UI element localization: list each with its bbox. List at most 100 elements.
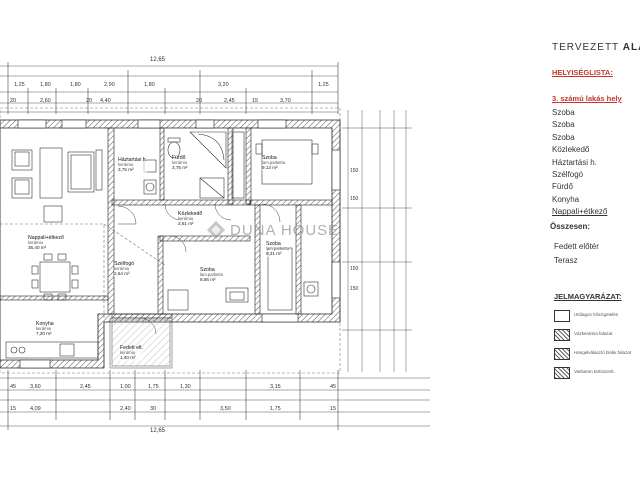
unit-heading: 3. számú lakás hely	[552, 94, 622, 103]
room-floor: kerámia	[120, 350, 135, 356]
room-list-item: Szoba	[552, 120, 575, 130]
bathroom-fixtures	[143, 131, 245, 199]
dimension-label: 30	[150, 406, 157, 412]
legend-swatch	[554, 348, 570, 360]
extra-item-covered: Fedett előtér	[554, 242, 599, 251]
total-label: Összesen:	[550, 222, 591, 231]
watermark-logo-icon	[207, 221, 225, 239]
room-area: 2,64 m²	[114, 270, 130, 276]
room-name: Közlekedő	[178, 211, 203, 217]
legend-swatch	[554, 329, 570, 341]
room-area: 8,86 m²	[200, 276, 216, 282]
dimension-label: 3,70	[280, 98, 291, 104]
bottom-dimension-ticks	[7, 370, 339, 430]
room-area: 3,61 m²	[178, 220, 194, 226]
legend-label: Utólagos hőszigetelés	[574, 312, 619, 317]
dimension-label: 20	[86, 98, 93, 104]
room-floor: kerámia	[36, 326, 51, 332]
room-floor: lam.parketta	[262, 160, 286, 166]
room-floor: kerámia	[114, 266, 129, 272]
room-name: Fedett elt.	[120, 345, 144, 351]
dimension-label: 15	[330, 406, 337, 412]
right-dimension-chains	[342, 110, 412, 372]
top-dimension-chains	[0, 65, 338, 113]
dimension-label: 2,45	[80, 384, 91, 390]
dimension-label: 1,75	[148, 384, 159, 390]
dim-overall-bottom: 12,65	[150, 428, 166, 434]
room-floor: lam.parketta	[200, 272, 224, 278]
bottom-dimension-chains	[0, 377, 430, 427]
room-list-item: Háztartási h.	[552, 157, 597, 167]
legend-swatch	[554, 310, 570, 322]
dimension-label: 2,40	[120, 406, 131, 412]
room-list-item: Szoba	[552, 108, 575, 117]
dimension-label: 20	[10, 98, 17, 104]
dimension-label: 2,45	[224, 98, 235, 104]
room-area: 3,75 m²	[118, 166, 134, 172]
svg-text:150: 150	[350, 286, 359, 292]
sheet-title-light: TERVEZETT	[552, 42, 619, 53]
right-dimension-labels: 150 150 150 150	[350, 168, 359, 292]
room-floor: kerámia	[118, 162, 133, 168]
legend-label: Hangelválasztó blokk falazat	[574, 350, 632, 355]
room-list-item: Fürdő	[552, 182, 573, 192]
svg-text:150: 150	[350, 266, 359, 272]
dimension-label: 1,25	[14, 82, 25, 88]
dimension-label: 1,00	[120, 384, 131, 390]
sheet-title: TERVEZETT ALA	[552, 42, 640, 53]
room-floor: kerámia	[172, 160, 187, 166]
dimension-label: 3,50	[220, 406, 231, 412]
dimension-label: 1,75	[270, 406, 281, 412]
room-list-panel: TERVEZETT ALA HELYISÉGLISTA: 3. számú la…	[540, 0, 640, 480]
dimension-label: 1,30	[180, 384, 191, 390]
windows	[17, 119, 341, 369]
room-list-item: Nappali+étkező	[552, 207, 608, 217]
doors	[117, 203, 281, 335]
legend-label: Vázkerámia falazat	[574, 331, 613, 336]
room-name: Szoba	[200, 267, 215, 273]
room-name: Szoba	[266, 241, 281, 247]
dimension-label: 2,60	[40, 98, 51, 104]
dimension-label: 2,90	[104, 82, 115, 88]
living-room-furniture	[11, 147, 103, 223]
dimension-label: 1,25	[318, 82, 329, 88]
room-area: 1,40 m²	[120, 354, 136, 360]
room-list-item: Konyha	[552, 194, 580, 204]
legend-label: Vasbeton tartószerk.	[574, 369, 615, 374]
sheet-title-bold: ALA	[622, 42, 640, 53]
dim-overall-top: 12,65	[150, 57, 166, 63]
room-name: Fürdő	[172, 155, 186, 161]
room-list-heading: HELYISÉGLISTA:	[552, 68, 613, 77]
room-area: 3,75 m²	[172, 164, 188, 170]
dimension-label: 3,60	[30, 384, 41, 390]
legend-heading: JELMAGYARÁZAT:	[554, 292, 622, 301]
room-floor: kerámia	[28, 240, 43, 246]
dimension-label: 1,80	[70, 82, 81, 88]
dimension-label: 4,40	[100, 98, 111, 104]
room-name: Szélfogó	[114, 261, 135, 267]
dimension-label: 3,15	[270, 384, 281, 390]
room-name: Konyha	[36, 321, 54, 327]
svg-text:150: 150	[350, 196, 359, 202]
interior-walls	[0, 127, 333, 319]
dining-table	[31, 253, 79, 301]
extra-item-terrace: Terasz	[554, 256, 578, 265]
room-name: Háztartási h.	[118, 157, 148, 163]
room-name: Nappali+étkező	[28, 235, 64, 241]
dimension-label: 15	[10, 406, 17, 412]
dimension-label: 45	[330, 384, 337, 390]
room-list-item: Szélfogó	[552, 170, 584, 179]
dimension-label: 20	[196, 98, 203, 104]
room-name: Szoba	[262, 155, 277, 161]
dimension-label: 45	[10, 384, 17, 390]
top-dimension-ticks	[7, 62, 339, 114]
watermark: DUNA HOUSE	[230, 222, 340, 239]
